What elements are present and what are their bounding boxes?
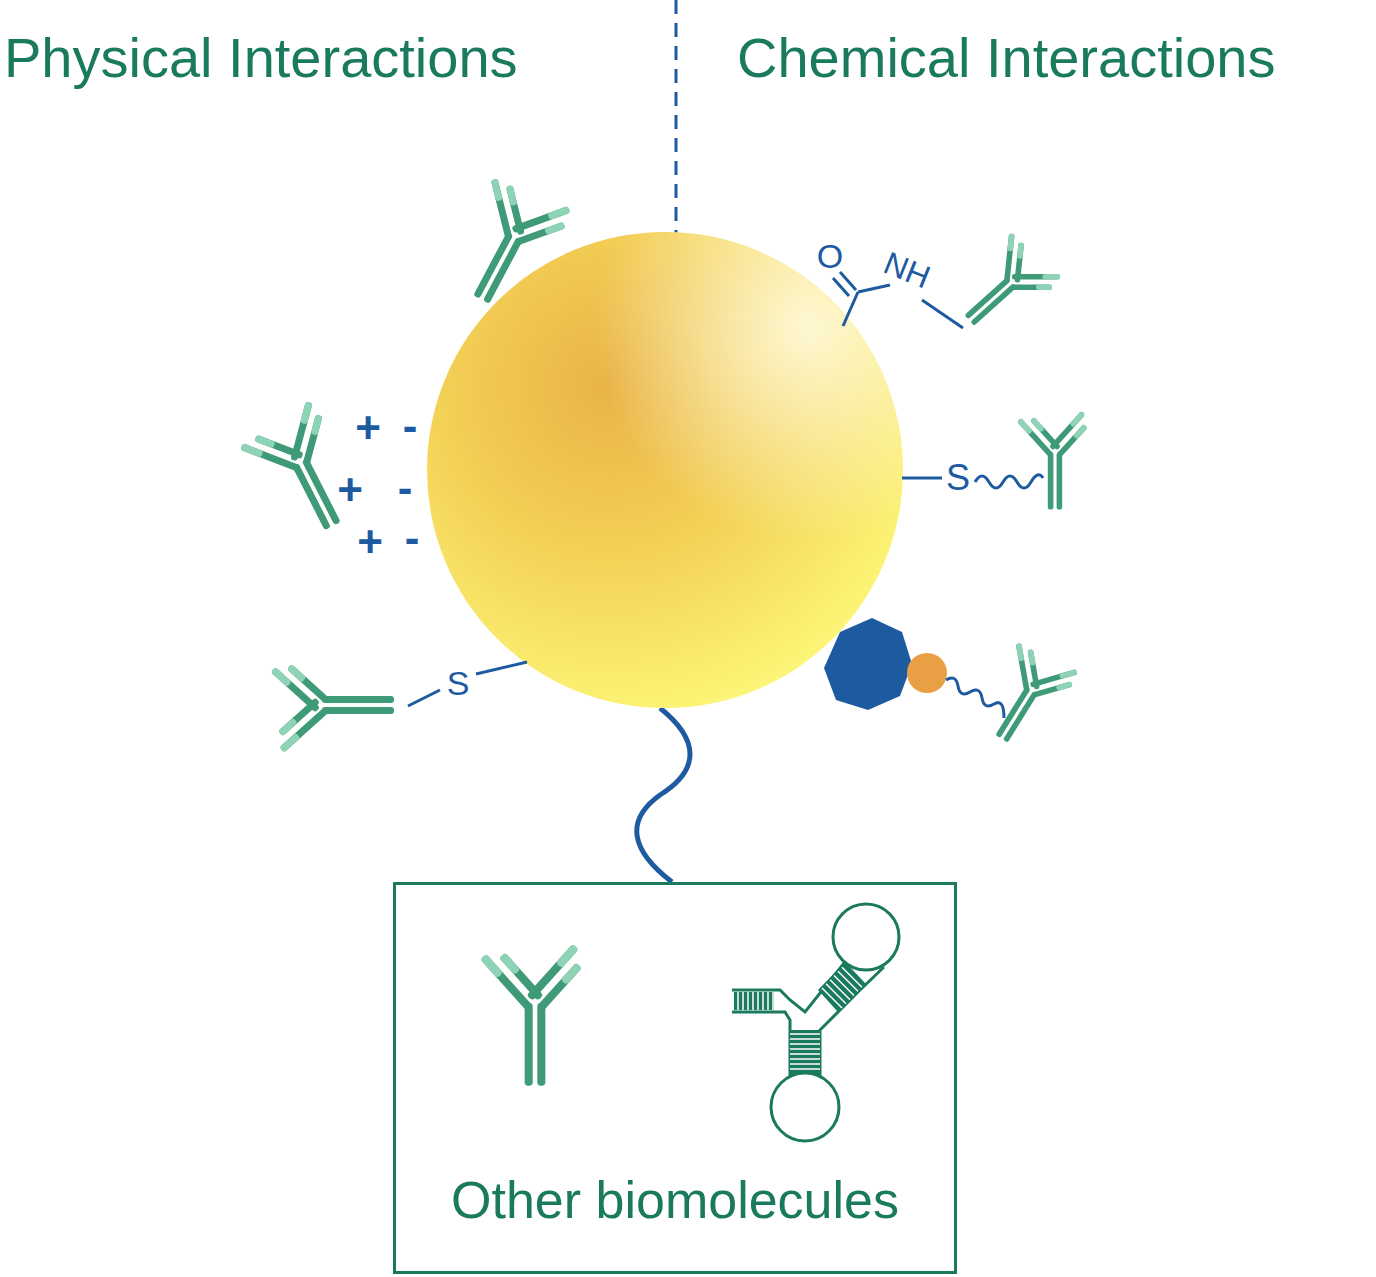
- illustration-part: [737, 992, 739, 1010]
- illustration-part: [790, 1068, 820, 1070]
- linker-bond: [843, 292, 858, 326]
- positive-charge: +: [357, 520, 383, 564]
- streptavidin-shape: [824, 618, 912, 710]
- thiol-antibody: [271, 657, 394, 752]
- base-pair-hatch: [738, 967, 862, 1069]
- illustration-part: [747, 992, 749, 1010]
- illustration-part: [830, 980, 850, 1000]
- thiol-bond: [408, 690, 440, 706]
- illustration-part: [818, 962, 866, 1012]
- illustration-part: [757, 992, 759, 1010]
- tether-line: [637, 708, 690, 882]
- amide-bond: [922, 300, 963, 328]
- spacer-chain: [946, 678, 1004, 718]
- illustration-part: [790, 1048, 820, 1050]
- illustration-part: [842, 967, 862, 987]
- negative-charge: -: [403, 404, 418, 448]
- box-caption: Other biomolecules: [441, 1172, 909, 1271]
- illustration-part: [790, 1063, 820, 1065]
- panel-heading: Physical Interactions: [4, 30, 518, 86]
- antibody-icon: [480, 944, 589, 1086]
- illustration-part: [822, 988, 842, 1008]
- sulfur-atom: S: [946, 460, 970, 496]
- thiol-linker: [902, 477, 942, 480]
- adsorbed-antibody: [439, 168, 581, 322]
- illustration-part: [790, 1043, 820, 1045]
- illustration-part: [762, 992, 764, 1010]
- negative-charge: -: [405, 516, 420, 560]
- aptamer-icon: [732, 904, 899, 1141]
- particle-highlight: [427, 232, 903, 708]
- illustration-part: [838, 971, 858, 991]
- positive-charge: +: [337, 468, 363, 512]
- illustration-part: [790, 1074, 820, 1076]
- illustration-part: [834, 976, 854, 996]
- divider-line: [675, 0, 678, 236]
- amide-antibody: [944, 226, 1068, 349]
- illustration-part: [826, 984, 846, 1004]
- sulfur-atom: S: [447, 666, 470, 700]
- carbonyl-bond: [833, 278, 849, 296]
- illustration-part: [771, 1073, 839, 1141]
- positive-charge: +: [355, 406, 381, 450]
- thiol-antibody: [1017, 411, 1093, 510]
- spacer-chain: [975, 475, 1043, 488]
- illustration-part: [790, 1030, 820, 1074]
- thiol-bond: [476, 662, 527, 674]
- illustration-part: [772, 992, 774, 1010]
- illustration-part: [742, 992, 744, 1010]
- biomolecule-box: Other biomolecules: [393, 882, 957, 1274]
- electrostatic-antibody: [234, 395, 375, 548]
- illustration-part: [790, 1033, 820, 1035]
- gold-nanoparticle: [427, 232, 903, 708]
- illustration-part: [790, 1058, 820, 1060]
- illustration-part: [790, 1053, 820, 1055]
- illustration-part: [833, 904, 899, 970]
- oxygen-atom: O: [817, 239, 843, 273]
- biotin-antibody: [969, 635, 1086, 759]
- biotin-dot: [907, 653, 947, 693]
- illustration-part: [732, 1012, 790, 1074]
- illustration-part: [734, 992, 774, 1010]
- amide-bond: [858, 285, 890, 292]
- illustration-part: [790, 1038, 820, 1040]
- aptamer-base-pairs: [734, 962, 866, 1074]
- negative-charge: -: [398, 466, 413, 510]
- panel-heading: Chemical Interactions: [737, 30, 1275, 86]
- illustration-part: [752, 992, 754, 1010]
- illustration-part: [767, 992, 769, 1010]
